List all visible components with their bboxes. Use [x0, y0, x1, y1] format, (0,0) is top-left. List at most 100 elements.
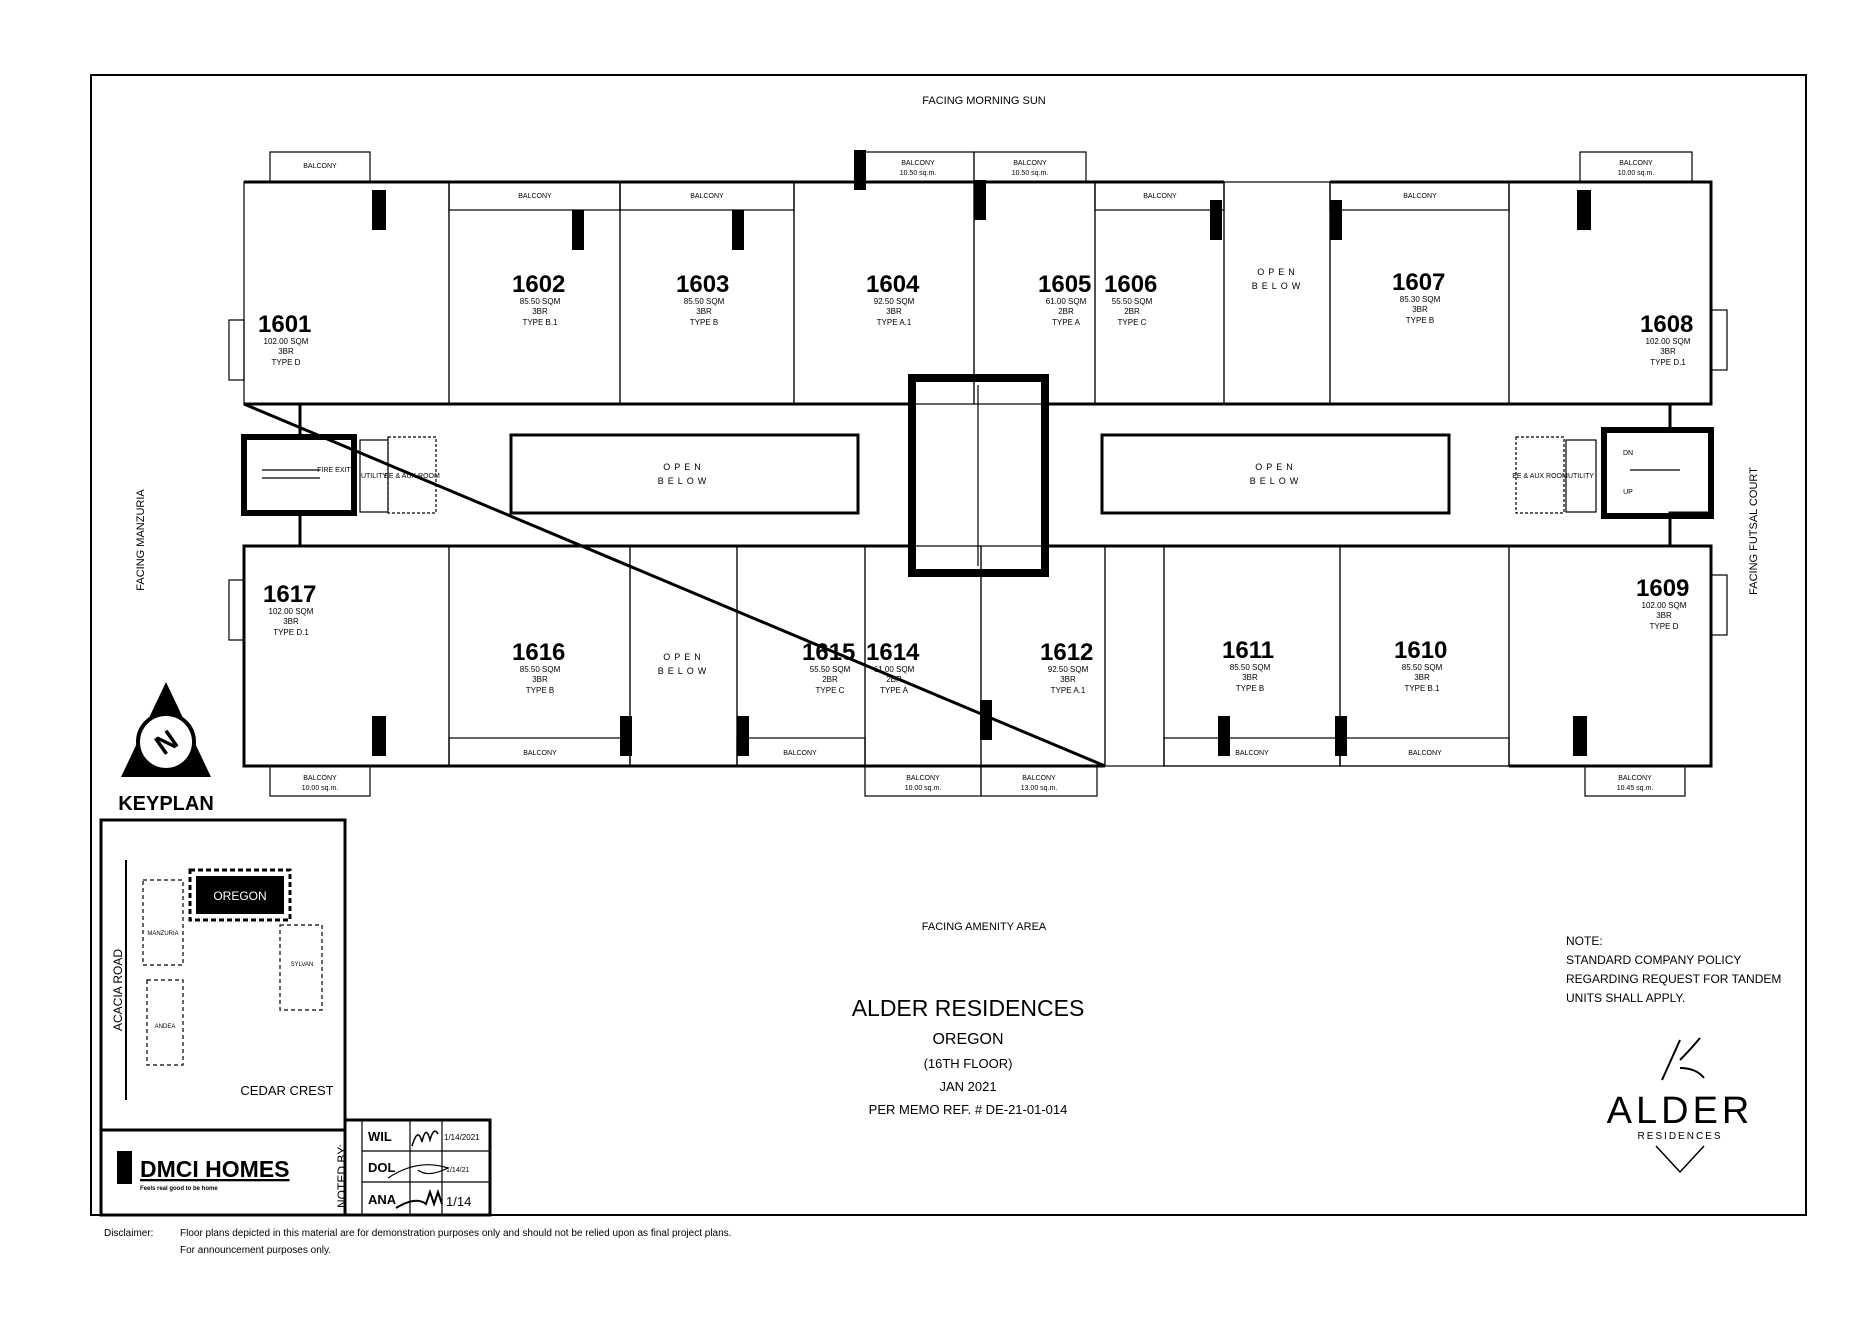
keyplan-road-label: ACACIA ROAD: [111, 949, 125, 1031]
balcony-label: BALCONY: [783, 750, 817, 757]
unit-area: 102.00 SQM: [264, 337, 309, 346]
balcony-label: BALCONY: [518, 193, 552, 200]
noted-by-initials: DOL: [368, 1160, 396, 1175]
unit-type: TYPE B.1: [522, 318, 558, 327]
unit-type: TYPE B: [526, 686, 554, 695]
fire-exit-label: FIRE EXIT: [317, 467, 351, 474]
unit-area: 85.50 SQM: [1402, 663, 1443, 672]
unit-area: 102.00 SQM: [1642, 601, 1687, 610]
unit-area: 85.50 SQM: [520, 297, 561, 306]
keyplan-manzuria-label: MANZURIA: [147, 931, 178, 937]
unit-type: TYPE B: [690, 318, 718, 327]
balcony-label: BALCONY: [303, 775, 337, 782]
floor-label: (16TH FLOOR): [924, 1056, 1013, 1071]
unit-type: TYPE D: [272, 358, 301, 367]
keyplan-map: ACACIA ROAD OREGON MANZURIA SYLVAN ANDEA…: [99, 818, 347, 1132]
open-below-label: BELOW: [1250, 476, 1303, 486]
unit-area: 85.50 SQM: [1230, 663, 1271, 672]
facing-bottom-label: FACING AMENITY AREA: [922, 921, 1047, 933]
unit-type: TYPE D.1: [273, 628, 309, 637]
unit-bedrooms: 2BR: [886, 675, 902, 684]
disclaimer-text: For announcement purposes only.: [180, 1245, 331, 1256]
unit-number: 1609: [1636, 575, 1689, 602]
unit-bedrooms: 3BR: [1656, 611, 1672, 620]
balcony-label: BALCONY: [1403, 193, 1437, 200]
project-title: ALDER RESIDENCES: [852, 995, 1085, 1021]
note-heading: NOTE:: [1566, 934, 1603, 948]
balcony-label: BALCONY: [1143, 193, 1177, 200]
unit-bedrooms: 3BR: [1414, 673, 1430, 682]
balcony-label: BALCONY: [1013, 160, 1047, 167]
company-name: DMCI HOMES: [140, 1156, 290, 1182]
unit-type: TYPE C: [1118, 318, 1147, 327]
unit-type: TYPE A: [880, 686, 909, 695]
unit-bedrooms: 3BR: [1060, 675, 1076, 684]
unit-bedrooms: 3BR: [278, 347, 294, 356]
company-tagline: Feels real good to be home: [140, 1186, 218, 1192]
keyplan-title: KEYPLAN: [118, 793, 214, 815]
utility-label: UTILITY: [361, 473, 387, 480]
open-below-label: OPEN: [1257, 267, 1299, 277]
unit-number: 1606: [1104, 271, 1157, 298]
fire-exit-stair-left: FIRE EXIT UTILITY EE & AUX ROOM: [241, 434, 440, 516]
stair-down-label: DN: [1623, 450, 1633, 457]
noted-by-label: NOTED BY:: [335, 1144, 349, 1208]
unit-area: 92.50 SQM: [1048, 665, 1089, 674]
unit-number: 1616: [512, 639, 565, 666]
keyplan-cedar-label: CEDAR CREST: [240, 1083, 333, 1098]
open-below-label: OPEN: [663, 462, 705, 472]
balcony-area: 10.00 sq.m.: [905, 785, 942, 792]
note-line: UNITS SHALL APPLY.: [1566, 991, 1685, 1005]
note-line: STANDARD COMPANY POLICY: [1566, 953, 1741, 967]
elevator-core: [908, 374, 1049, 577]
unit-number: 1605: [1038, 271, 1091, 298]
unit-bedrooms: 3BR: [283, 617, 299, 626]
keyplan-sylvan-label: SYLVAN: [291, 962, 314, 968]
balcony-label: BALCONY: [1022, 775, 1056, 782]
balcony-label: BALCONY: [523, 750, 557, 757]
unit-type: TYPE A.1: [877, 318, 912, 327]
unit-area: 85.50 SQM: [520, 665, 561, 674]
open-below-label: OPEN: [663, 652, 705, 662]
balcony-area: 10.00 sq.m.: [302, 785, 339, 792]
signature-dol: [387, 1164, 450, 1179]
facing-top-label: FACING MORNING SUN: [922, 95, 1046, 107]
alder-logo: ALDER RESIDENCES: [1607, 1037, 1754, 1174]
unit-bedrooms: 3BR: [532, 307, 548, 316]
balcony-label: BALCONY: [1235, 750, 1269, 757]
balcony-label: BALCONY: [906, 775, 940, 782]
unit-area: 55.50 SQM: [810, 665, 851, 674]
noted-by-initials: WIL: [368, 1129, 392, 1144]
unit-bedrooms: 3BR: [886, 307, 902, 316]
balcony-label: BALCONY: [1618, 775, 1652, 782]
signature-ana: [395, 1188, 443, 1209]
alder-logo-text: ALDER: [1607, 1090, 1754, 1132]
ee-aux-room-label: EE & AUX ROOM: [384, 473, 440, 480]
unit-bedrooms: 2BR: [1124, 307, 1140, 316]
unit-type: TYPE C: [816, 686, 845, 695]
noted-by-date: 1/14: [446, 1194, 471, 1209]
unit-number: 1610: [1394, 637, 1447, 664]
unit-area: 102.00 SQM: [1646, 337, 1691, 346]
alder-logo-sub: RESIDENCES: [1637, 1131, 1722, 1142]
unit-number: 1608: [1640, 311, 1693, 338]
open-below-label: BELOW: [658, 666, 711, 676]
unit-area: 102.00 SQM: [269, 607, 314, 616]
unit-type: TYPE B.1: [1404, 684, 1440, 693]
unit-type: TYPE A.1: [1051, 686, 1086, 695]
balcony-area: 10.45 sq.m.: [1617, 785, 1654, 792]
building-name: OREGON: [932, 1031, 1003, 1048]
disclaimer-text: Floor plans depicted in this material ar…: [180, 1228, 731, 1239]
facing-right-label: FACING FUTSAL COURT: [1748, 467, 1760, 595]
noted-by-block: NOTED BY: WIL 1/14/2021 DOL 1/14/21 ANA …: [335, 1118, 492, 1217]
